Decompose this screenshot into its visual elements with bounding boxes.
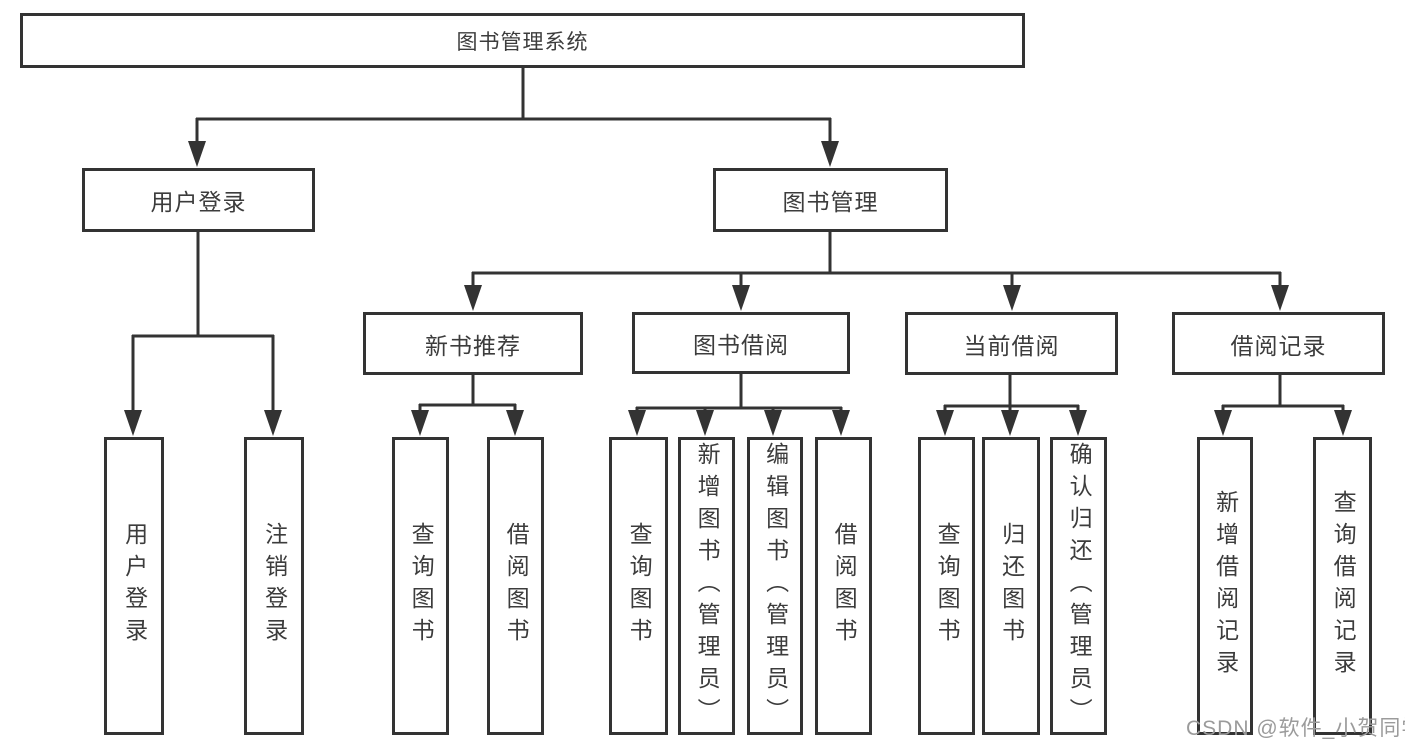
leaf-query-books-newbook: 查询图书 <box>392 437 449 735</box>
leaf-user-login: 用户登录 <box>104 437 164 735</box>
node-current-borrow: 当前借阅 <box>905 312 1118 375</box>
node-book-borrow: 图书借阅 <box>632 312 850 374</box>
node-new-book-recommend-label: 新书推荐 <box>425 332 521 359</box>
leaf-borrow-books-newbook: 借阅图书 <box>487 437 544 735</box>
arrowheads <box>124 141 1352 436</box>
leaf-borrow-books-borrow: 借阅图书 <box>815 437 872 735</box>
leaf-add-borrow-record: 新增借阅记录 <box>1197 437 1253 735</box>
node-book-borrow-label: 图书借阅 <box>693 332 789 358</box>
leaf-query-borrow-record: 查询借阅记录 <box>1313 437 1372 735</box>
node-root: 图书管理系统 <box>20 13 1025 68</box>
leaf-return-books: 归还图书 <box>982 437 1040 735</box>
node-new-book-recommend: 新书推荐 <box>363 312 583 375</box>
node-user-login: 用户登录 <box>82 168 315 232</box>
leaf-confirm-return-admin: 确认归还（管理员） <box>1050 437 1107 735</box>
node-root-label: 图书管理系统 <box>456 30 589 54</box>
leaf-add-books-admin: 新增图书（管理员） <box>678 437 735 735</box>
watermark: CSDN @软件_小贺同学 <box>1186 717 1405 740</box>
node-book-management: 图书管理 <box>713 168 948 232</box>
node-book-management-label: 图书管理 <box>782 189 879 215</box>
leaf-logout: 注销登录 <box>244 437 304 735</box>
leaf-query-books-current: 查询图书 <box>918 437 975 735</box>
node-user-login-label: 用户登录 <box>150 189 247 215</box>
leaf-query-books-borrow: 查询图书 <box>609 437 668 735</box>
node-borrow-record: 借阅记录 <box>1172 312 1385 375</box>
leaf-edit-books-admin: 编辑图书（管理员） <box>747 437 803 735</box>
node-current-borrow-label: 当前借阅 <box>963 332 1060 359</box>
node-borrow-record-label: 借阅记录 <box>1230 332 1327 359</box>
